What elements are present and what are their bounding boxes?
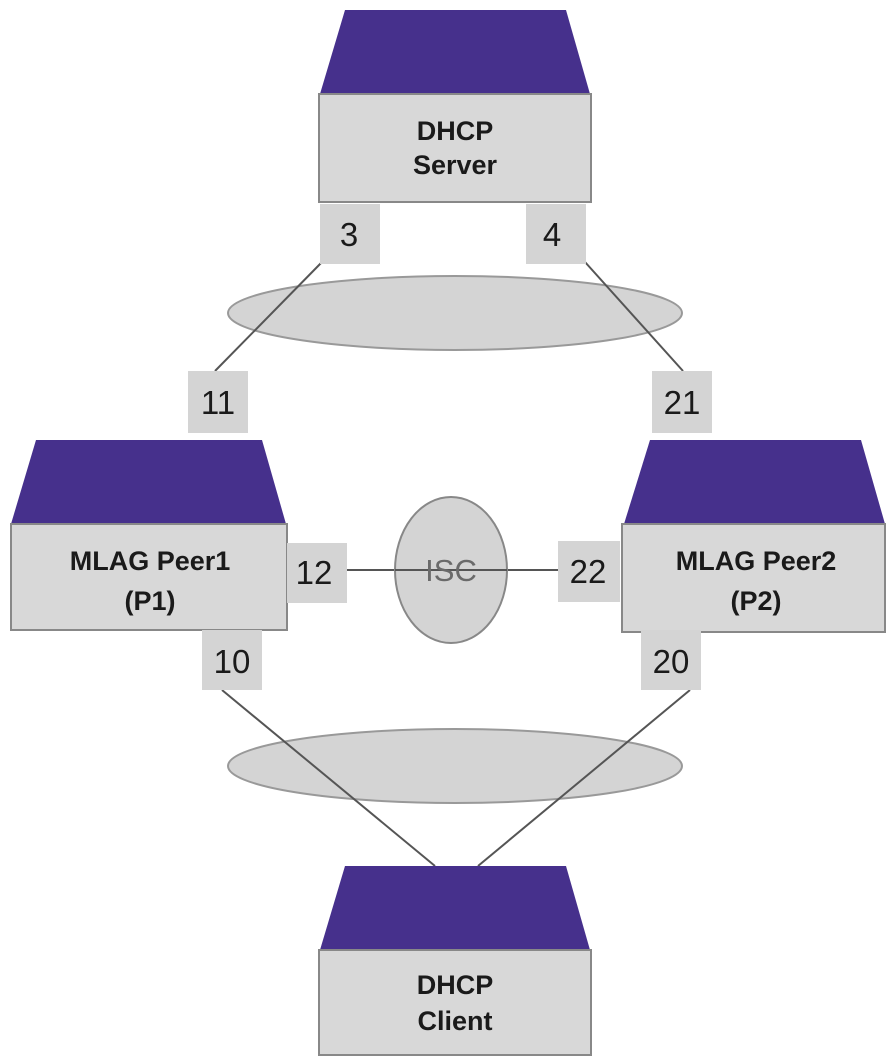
link-4-21 (584, 261, 684, 372)
device-top (320, 866, 590, 950)
device-label-line1: MLAG Peer1 (70, 546, 231, 576)
device-body (318, 949, 592, 1056)
device-label-line2: Server (413, 150, 498, 180)
port-10: 10 (202, 630, 262, 690)
mlag-peer1-device: MLAG Peer1 (P1) (10, 440, 288, 631)
device-body (621, 523, 886, 633)
port-12: 12 (287, 543, 347, 603)
isc-label: ISC (425, 553, 477, 588)
port-21: 21 (652, 371, 712, 433)
port-label: 4 (543, 216, 561, 253)
link-20-client (477, 689, 691, 867)
device-top (624, 440, 885, 524)
port-box (558, 541, 620, 602)
port-box (652, 371, 712, 433)
device-top (11, 440, 286, 524)
device-label-line1: DHCP (417, 970, 494, 1000)
port-label: 10 (214, 643, 251, 680)
lag-upper-ellipse (227, 275, 683, 351)
port-label: 3 (340, 216, 358, 253)
port-22: 22 (558, 541, 620, 602)
link-10-client (221, 689, 436, 867)
device-label-line1: DHCP (417, 116, 494, 146)
device-top (320, 10, 590, 94)
lag-lower-ellipse (227, 728, 683, 804)
device-body (318, 93, 592, 203)
port-label: 11 (201, 384, 235, 421)
port-label: 22 (570, 553, 607, 590)
port-box (287, 543, 347, 603)
device-label-line2: (P1) (124, 586, 175, 616)
port-4: 4 (526, 204, 586, 264)
device-label-line2: Client (417, 1006, 492, 1036)
port-label: 21 (664, 384, 701, 421)
port-box (202, 630, 262, 690)
port-box (320, 204, 380, 264)
port-box (188, 371, 248, 433)
link-3-11 (214, 261, 323, 372)
port-11: 11 (188, 371, 248, 433)
device-label-line1: MLAG Peer2 (676, 546, 837, 576)
port-20: 20 (641, 630, 701, 690)
dhcp-client-device: DHCP Client (318, 866, 592, 1056)
device-label-line2: (P2) (730, 586, 781, 616)
port-box (526, 204, 586, 264)
port-label: 12 (296, 554, 333, 591)
dhcp-server-device: DHCP Server (318, 10, 592, 203)
port-box (641, 630, 701, 690)
port-3: 3 (320, 204, 380, 264)
mlag-peer2-device: MLAG Peer2 (P2) (621, 440, 886, 633)
port-label: 20 (653, 643, 690, 680)
device-body (10, 523, 288, 631)
